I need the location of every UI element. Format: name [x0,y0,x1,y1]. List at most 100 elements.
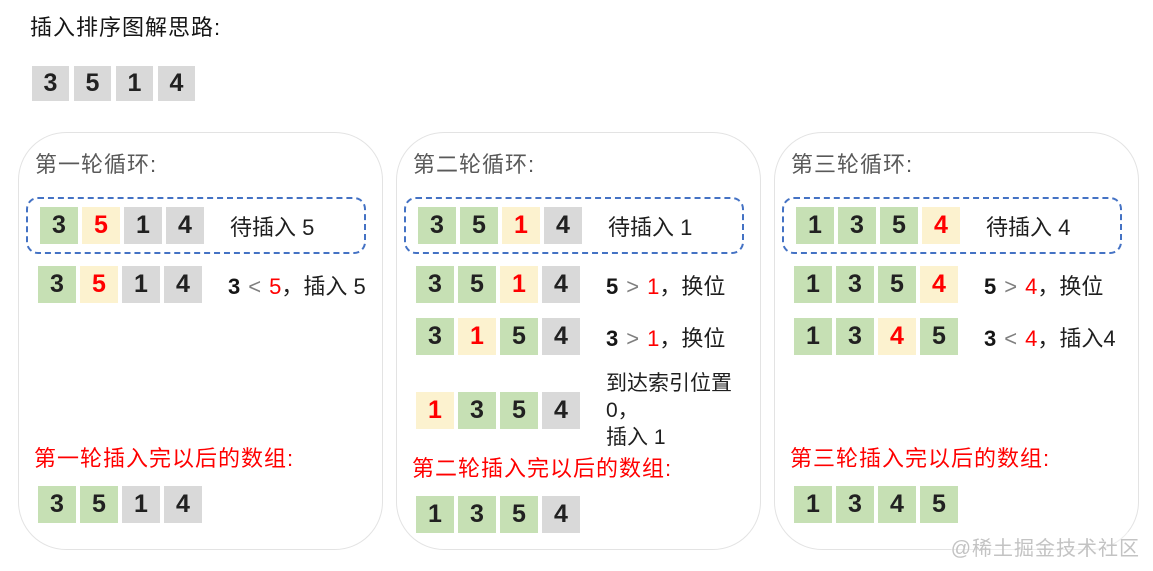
step-row: 3 1 5 4 3 >1 ，换位 [416,318,760,355]
panel-title: 第三轮循环: [791,152,914,177]
array-cell: 5 [80,266,118,303]
rounds-container: 第一轮循环: 3 5 1 4 待插入 5 3 5 1 4 3 <5 ，插入 5 第一… [18,132,1139,550]
array-cell: 3 [458,392,496,429]
array-cell: 1 [116,66,153,101]
array-cell: 5 [500,392,538,429]
array-cell: 4 [166,207,204,244]
array-cell: 3 [416,266,454,303]
array-cell: 4 [542,496,580,533]
array-row: 3 5 1 4 [418,207,582,244]
result-section: 第三轮插入完以后的数组: 1 3 4 5 [775,441,1138,523]
array-cell: 4 [542,392,580,429]
array-row: 3 5 1 4 [416,266,580,303]
array-cell: 1 [500,266,538,303]
compare-right-value: 4 [1025,325,1038,351]
annotation-action: ，换位 [659,325,726,351]
annotation-action: ，插入 5 [281,273,366,299]
array-cell: 4 [878,318,916,355]
result-label: 第三轮插入完以后的数组: [790,446,1051,471]
step-annotation: 到达索引位置0， 插入 1 [606,370,760,451]
array-cell: 3 [836,486,874,523]
array-cell: 4 [542,266,580,303]
step-annotation: 5 >1，换位 [606,269,725,301]
pending-insert-box: 3 5 1 4 待插入 1 [404,197,744,254]
array-cell: 3 [416,318,454,355]
page-title: 插入排序图解思路: [30,15,222,40]
array-row: 1 3 5 4 [796,207,960,244]
array-cell: 1 [122,486,160,523]
result-array-row: 3 5 1 4 [38,486,382,523]
pending-insert-box: 3 5 1 4 待插入 5 [26,197,366,254]
array-row: 1 3 4 5 [794,318,958,355]
step-row: 3 5 1 4 5>1，换位 [416,266,760,303]
array-cell: 1 [416,392,454,429]
array-cell: 3 [838,207,876,244]
annotation-line: 到达索引位置0， [606,372,732,422]
array-cell: 5 [500,496,538,533]
annotation-action: ，插入4 [1037,325,1116,351]
array-cell: 5 [880,207,918,244]
array-cell: 3 [418,207,456,244]
array-cell: 5 [80,486,118,523]
array-cell: 3 [836,266,874,303]
array-cell: 4 [922,207,960,244]
array-cell: 5 [920,318,958,355]
compare-left-value: 3 [606,325,619,351]
round-2-panel: 第二轮循环: 3 5 1 4 待插入 1 3 5 1 4 5>1，换位 3 [396,132,761,550]
round-3-panel: 第三轮循环: 1 3 5 4 待插入 4 1 3 5 4 5>4，换位 1 [774,132,1139,550]
array-cell: 1 [794,486,832,523]
compare-right-value: 1 [647,273,660,299]
array-cell: 5 [82,207,120,244]
array-cell: 1 [502,207,540,244]
pending-insert-box: 1 3 5 4 待插入 4 [782,197,1122,254]
array-row: 3 1 5 4 [416,318,580,355]
array-cell: 1 [122,266,160,303]
array-cell: 3 [32,66,69,101]
compare-left-value: 3 [228,273,241,299]
panel-title: 第二轮循环: [413,152,536,177]
pending-insert-label: 待插入 5 [230,214,315,240]
result-array-row: 1 3 5 4 [416,496,760,533]
array-cell: 3 [836,318,874,355]
array-cell: 3 [458,496,496,533]
step-annotation: 3<4，插入4 [984,321,1116,353]
step-row: 1 3 5 4 到达索引位置0， 插入 1 [416,370,760,451]
array-cell: 1 [794,266,832,303]
array-cell: 5 [458,266,496,303]
array-row: 1 3 5 4 [794,266,958,303]
annotation-line: 插入 1 [606,426,666,449]
round-1-panel: 第一轮循环: 3 5 1 4 待插入 5 3 5 1 4 3 <5 ，插入 5 第一… [18,132,383,550]
array-cell: 4 [544,207,582,244]
initial-array: 3 5 1 4 [32,66,195,101]
array-cell: 4 [542,318,580,355]
array-cell: 4 [878,486,916,523]
result-label: 第二轮插入完以后的数组: [412,456,673,481]
array-cell: 5 [74,66,111,101]
step-row: 3 5 1 4 3<5，插入 5 [38,266,382,303]
step-annotation: 3<5，插入 5 [228,269,366,301]
step-annotation: 3>1，换位 [606,321,725,353]
annotation-action: ，换位 [1037,273,1104,299]
compare-operator: > [626,273,640,299]
step-annotation: 5>4，换位 [984,269,1103,301]
watermark: @稀土掘金技术社区 [950,532,1140,561]
panel-title: 第一轮循环: [35,152,158,177]
array-cell: 4 [920,266,958,303]
array-cell: 3 [38,266,76,303]
pending-insert-label: 待插入 1 [608,214,693,240]
array-cell: 5 [878,266,916,303]
array-cell: 5 [460,207,498,244]
compare-left-value: 3 [984,325,997,351]
compare-operator: > [1004,273,1018,299]
array-row: 1 3 5 4 [416,392,580,429]
result-section: 第一轮插入完以后的数组: 3 5 1 4 [19,441,382,523]
compare-left-value: 5 [606,273,619,299]
step-row: 1 3 5 4 5>4，换位 [794,266,1138,303]
annotation-action: ，换位 [659,273,726,299]
compare-operator: < [248,273,262,299]
array-cell: 3 [40,207,78,244]
compare-right-value: 4 [1025,273,1038,299]
array-cell: 1 [458,318,496,355]
compare-operator: > [626,325,640,351]
array-cell: 5 [920,486,958,523]
